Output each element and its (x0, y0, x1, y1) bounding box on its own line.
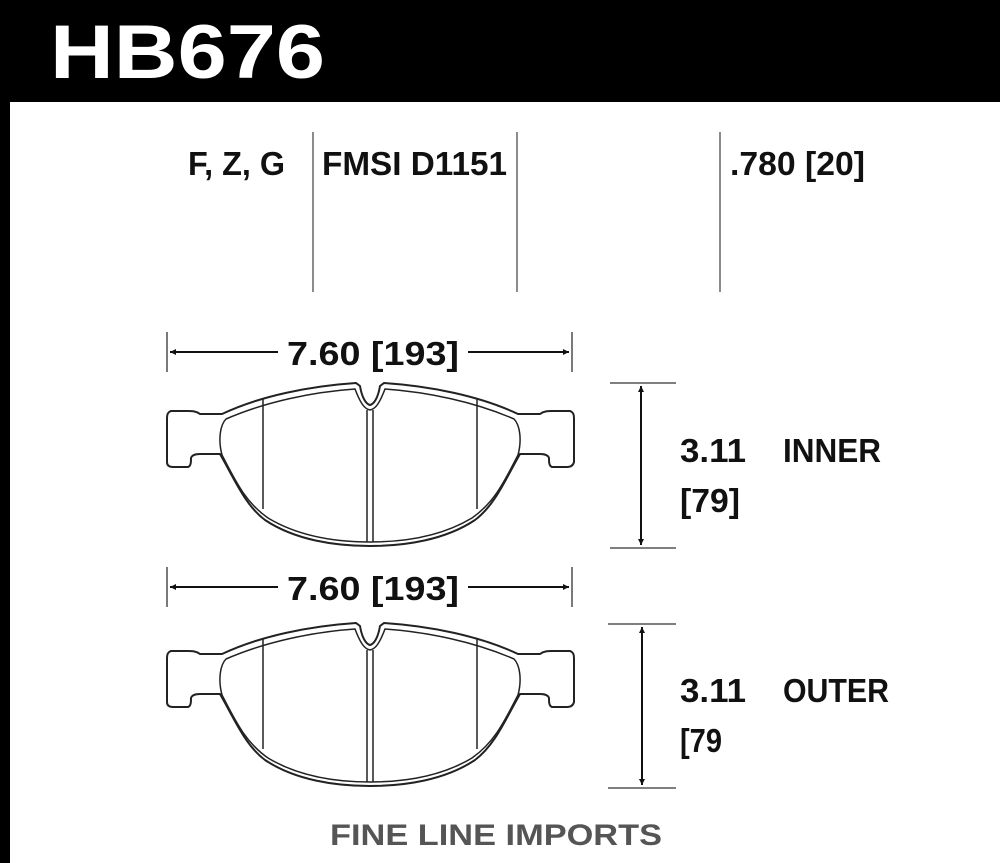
compound-codes: F, Z, G (188, 145, 285, 182)
outer-width-label: 7.60 [193] (287, 570, 459, 607)
inner-width-dimension (166, 332, 573, 372)
outer-height-inches: 3.11 (680, 672, 746, 709)
outer-width-dimension (166, 567, 573, 607)
inner-height-dimension (610, 382, 676, 549)
inner-pad-drawing (166, 382, 575, 547)
outer-height-mm: [79 (680, 722, 722, 759)
brand-logo-text: FINE LINE IMPORTS (330, 819, 662, 852)
inner-width-label: 7.60 [193] (287, 335, 459, 372)
outer-pad-drawing (166, 622, 575, 787)
part-number: HB676 (50, 10, 325, 95)
outer-label: OUTER (783, 672, 889, 709)
outer-height-dimension (608, 623, 676, 789)
inner-height-inches: 3.11 (680, 432, 746, 469)
inner-label: INNER (783, 432, 881, 469)
fmsi-number: FMSI D1151 (322, 145, 507, 182)
inner-height-mm: [79] (680, 482, 740, 519)
pad-thickness: .780 [20] (730, 145, 865, 182)
header-bar (0, 0, 1000, 102)
left-border (0, 0, 10, 863)
